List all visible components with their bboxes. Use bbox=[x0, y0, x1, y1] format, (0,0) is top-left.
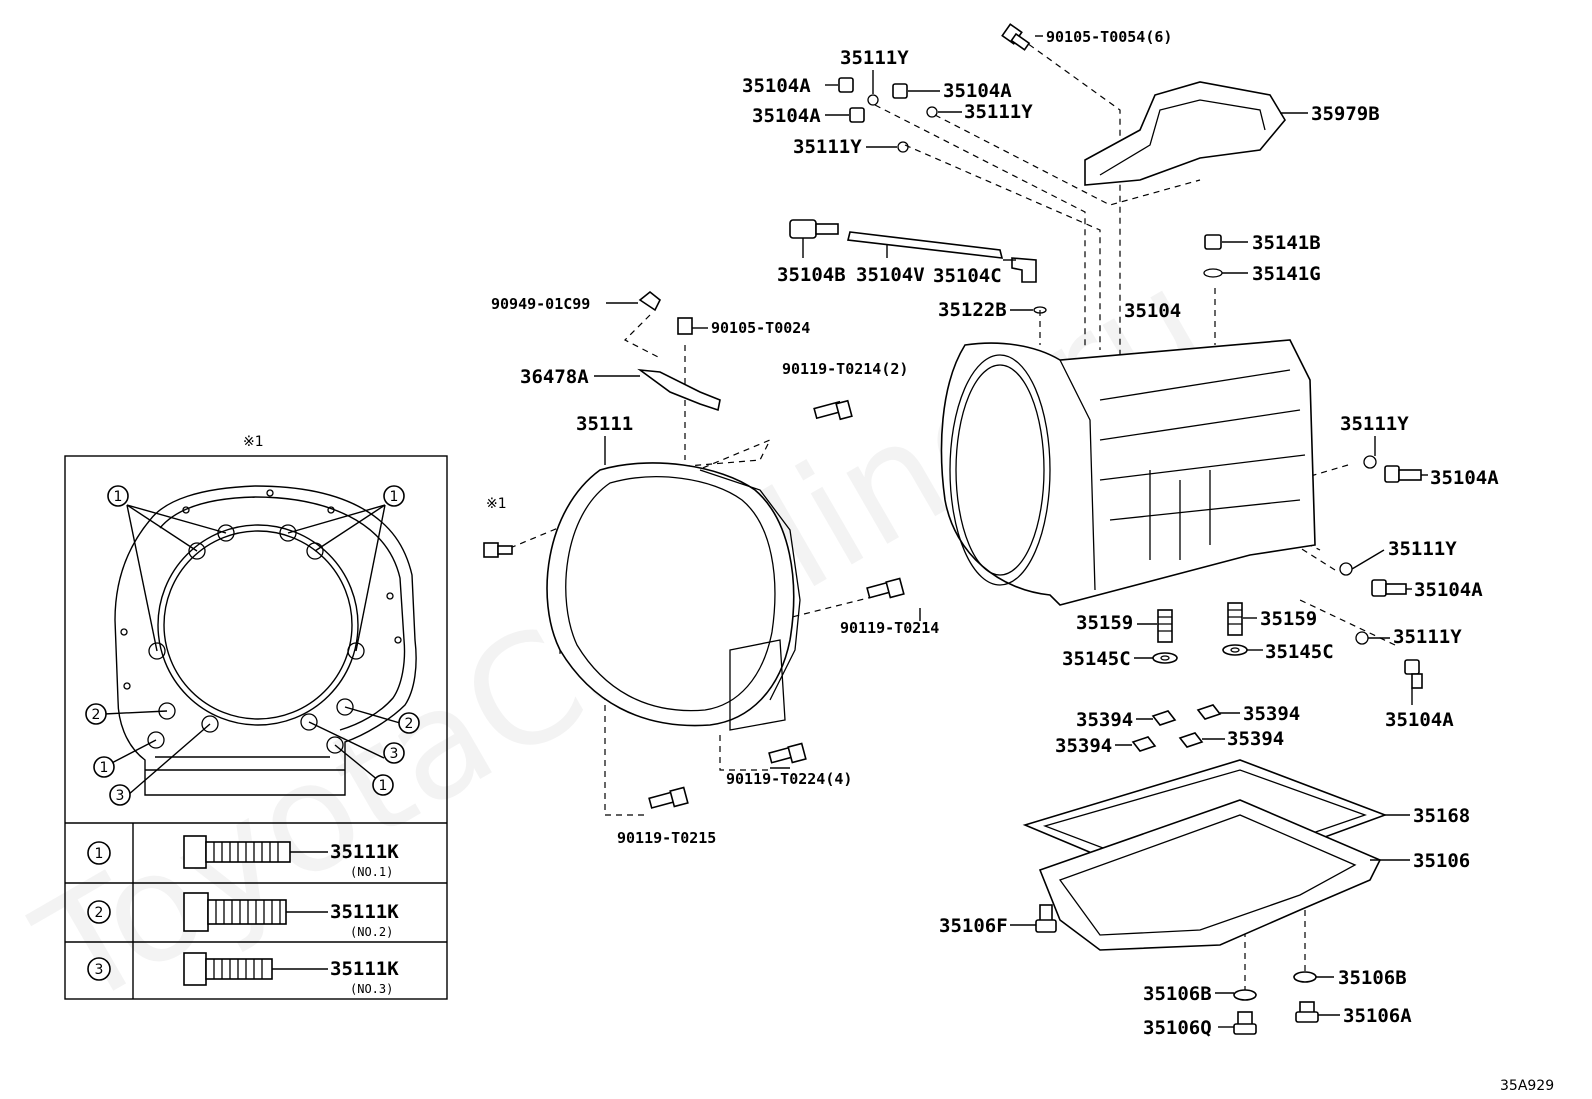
label-35159-left: 35159 bbox=[1076, 612, 1133, 634]
label-90119-T0214-2: 90119-T0214(2) bbox=[782, 360, 908, 378]
bolt-90105-T0054 bbox=[1001, 23, 1031, 51]
label-90119-T0224-4: 90119-T0224(4) bbox=[726, 770, 852, 788]
label-marker-1: ※1 bbox=[486, 496, 507, 512]
label-35141B: 35141B bbox=[1252, 232, 1321, 254]
label-35106A: 35106A bbox=[1343, 1005, 1412, 1027]
svg-text:2: 2 bbox=[92, 707, 101, 723]
label-35979B: 35979B bbox=[1311, 103, 1380, 125]
label-90105-T0024: 90105-T0024 bbox=[711, 319, 810, 337]
part-labels: 90105-T0054(6) 35111Y 35104A 35104A 3510… bbox=[486, 28, 1499, 1039]
label-35122B: 35122B bbox=[938, 299, 1007, 321]
svg-text:35111K: 35111K bbox=[330, 901, 399, 923]
label-35104A-mid-left: 35104A bbox=[752, 105, 821, 127]
label-35145C-left: 35145C bbox=[1062, 648, 1131, 670]
svg-text:35111K: 35111K bbox=[330, 958, 399, 980]
legend-row-2: 2 35111K (NO.2) bbox=[87, 892, 399, 939]
label-35111Y-mid-right: 35111Y bbox=[964, 101, 1033, 123]
label-35106Q: 35106Q bbox=[1143, 1017, 1212, 1039]
label-35141G: 35141G bbox=[1252, 263, 1321, 285]
label-35104A-right-mid: 35104A bbox=[1414, 579, 1483, 601]
svg-text:1: 1 bbox=[95, 846, 104, 862]
label-90119-T0215: 90119-T0215 bbox=[617, 829, 716, 847]
label-35159-right: 35159 bbox=[1260, 608, 1317, 630]
svg-text:35111K: 35111K bbox=[330, 841, 399, 863]
label-35104V: 35104V bbox=[856, 264, 925, 286]
svg-text:2: 2 bbox=[95, 905, 104, 921]
svg-text:(NO.2): (NO.2) bbox=[350, 925, 393, 939]
label-35104: 35104 bbox=[1124, 300, 1181, 322]
label-35111Y-right-low: 35111Y bbox=[1393, 626, 1462, 648]
label-35168: 35168 bbox=[1413, 805, 1470, 827]
label-36478A: 36478A bbox=[520, 366, 589, 388]
transmission-case-35104 bbox=[940, 339, 1316, 606]
svg-text:3: 3 bbox=[390, 746, 399, 762]
label-35111Y-lower: 35111Y bbox=[793, 136, 862, 158]
label-35106: 35106 bbox=[1413, 850, 1470, 872]
legend-row-3: 3 35111K (NO.3) bbox=[87, 952, 399, 996]
label-35104A-right-low: 35104A bbox=[1385, 709, 1454, 731]
label-35394-a: 35394 bbox=[1076, 709, 1133, 731]
inset-marker: ※1 bbox=[243, 434, 264, 450]
legend-row-1: 1 35111K (NO.1) bbox=[87, 835, 399, 879]
inset-panel: ※1 bbox=[64, 434, 448, 1000]
label-35394-d: 35394 bbox=[1227, 728, 1284, 750]
label-35106B-left: 35106B bbox=[1143, 983, 1212, 1005]
svg-text:(NO.3): (NO.3) bbox=[350, 982, 393, 996]
label-35104A-top-right: 35104A bbox=[943, 80, 1012, 102]
svg-text:3: 3 bbox=[95, 962, 104, 978]
label-35145C-right: 35145C bbox=[1265, 641, 1334, 663]
label-35106F: 35106F bbox=[939, 915, 1008, 937]
label-35104B: 35104B bbox=[777, 264, 846, 286]
label-35111Y-right-top: 35111Y bbox=[1340, 413, 1409, 435]
svg-text:1: 1 bbox=[100, 760, 109, 776]
label-35394-b: 35394 bbox=[1243, 703, 1300, 725]
label-90949-01C99: 90949-01C99 bbox=[491, 295, 590, 313]
svg-text:1: 1 bbox=[390, 489, 399, 505]
label-35111Y-right-mid: 35111Y bbox=[1388, 538, 1457, 560]
label-90119-T0214: 90119-T0214 bbox=[840, 619, 939, 637]
svg-text:(NO.1): (NO.1) bbox=[350, 865, 393, 879]
bell-housing-35111 bbox=[546, 462, 801, 731]
svg-text:3: 3 bbox=[116, 788, 125, 804]
diagram-code: 35A929 bbox=[1500, 1078, 1554, 1094]
label-35104A-right-top: 35104A bbox=[1430, 467, 1499, 489]
label-35104C: 35104C bbox=[933, 265, 1002, 287]
label-35394-c: 35394 bbox=[1055, 735, 1112, 757]
svg-text:1: 1 bbox=[114, 489, 123, 505]
leader-lines bbox=[594, 35, 1428, 1028]
label-35111: 35111 bbox=[576, 413, 633, 435]
label-35106B-right: 35106B bbox=[1338, 967, 1407, 989]
svg-text:2: 2 bbox=[405, 716, 414, 732]
label-90105-T0054: 90105-T0054(6) bbox=[1046, 28, 1172, 46]
label-35111Y-top: 35111Y bbox=[840, 47, 909, 69]
label-35104A-top-left: 35104A bbox=[742, 75, 811, 97]
svg-text:1: 1 bbox=[379, 778, 388, 794]
